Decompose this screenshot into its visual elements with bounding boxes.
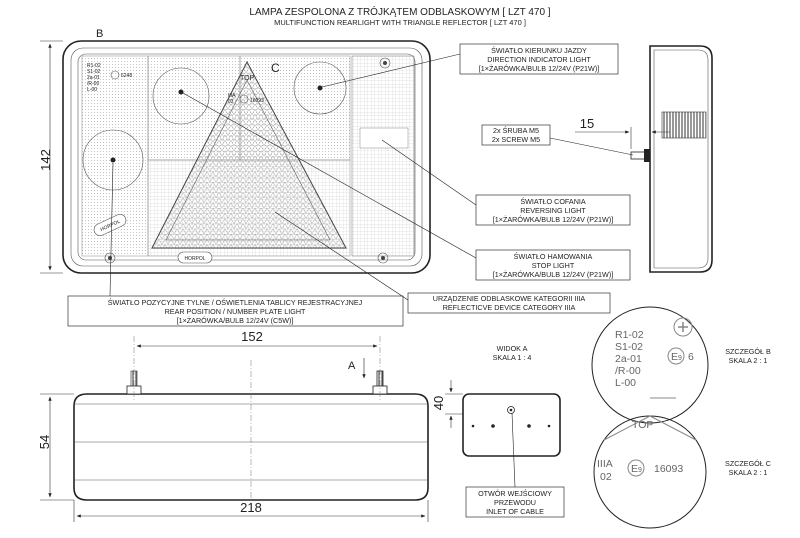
svg-text:16093: 16093 [250,98,264,104]
marker-b: B [96,28,103,40]
svg-text:DIRECTION INDICATOR LIGHT: DIRECTION INDICATOR LIGHT [487,55,591,64]
svg-text:[1×ŻARÓWKA/BULB 12/24V (P21W)]: [1×ŻARÓWKA/BULB 12/24V (P21W)] [493,270,613,279]
svg-text:SZCZEGÓŁ B: SZCZEGÓŁ B [725,347,771,356]
svg-text:2x ŚRUBA M5: 2x ŚRUBA M5 [493,126,539,135]
svg-text:R1-02: R1-02 [615,329,644,341]
svg-text:L-00: L-00 [615,377,636,389]
brand-badge [177,251,213,264]
svg-text:R1-02: R1-02 [87,63,101,69]
svg-text:6248: 6248 [121,73,132,79]
svg-text:2a-01: 2a-01 [615,353,642,365]
corner-screw [379,57,391,69]
dimension-view-a-height: 40 [431,396,446,410]
svg-text:REVERSING LIGHT: REVERSING LIGHT [520,206,586,215]
svg-text:E: E [631,463,638,475]
title-line-1: LAMPA ZESPOLONA Z TRÓJKĄTEM ODBLASKOWYM … [249,5,550,18]
svg-text:16093: 16093 [654,463,683,475]
brand-badge-text: HORPOL [184,256,205,262]
svg-text:ŚWIATŁO KIERUNKU JAZDY: ŚWIATŁO KIERUNKU JAZDY [491,46,587,55]
marker-c: C [271,61,280,75]
indicator-bulb-circle [293,61,347,115]
svg-text:E: E [671,351,678,363]
svg-text:[1×ŻARÓWKA/BULB 12/24V (C5W)]: [1×ŻARÓWKA/BULB 12/24V (C5W)] [177,316,294,325]
corner-screw [104,252,116,264]
svg-text:ŚWIATŁO HAMOWANIA: ŚWIATŁO HAMOWANIA [514,252,593,261]
side-lens-stripe [661,111,707,139]
bottom-view: 152 A 54 218 [37,329,429,522]
triangle-reflector [151,60,347,249]
svg-text:STOP LIGHT: STOP LIGHT [532,261,575,270]
detail-c: TOP IIIA 02 E 9 16093 SZCZEGÓŁ C SKALA 2… [593,415,771,529]
svg-text:S1-02: S1-02 [615,341,643,353]
svg-text:OTWÓR WEJŚCIOWY: OTWÓR WEJŚCIOWY [478,489,552,498]
svg-text:02: 02 [600,471,612,483]
brand-badge [93,214,127,236]
dimension-width-total: 218 [240,500,262,515]
dimension-screw-length: 15 [580,116,594,131]
corner-screw [377,252,389,264]
svg-text:INLET OF CABLE: INLET OF CABLE [486,507,544,516]
svg-text:SKALA 2 : 1: SKALA 2 : 1 [729,468,768,477]
marker-a: A [348,360,356,372]
title-line-2: MULTIFUNCTION REARLIGHT WITH TRIANGLE RE… [274,18,526,27]
callout-position: ŚWIATŁO POZYCYJNE TYLNE / OŚWIETLENIA TA… [67,162,404,327]
svg-text:PRZEWODU: PRZEWODU [494,498,536,507]
svg-text:SKALA 2 : 1: SKALA 2 : 1 [729,356,768,365]
callout-stop: ŚWIATŁO HAMOWANIA STOP LIGHT [1×ŻARÓWKA/… [182,92,631,281]
svg-text:[1×ŻARÓWKA/BULB 12/24V (P21W)]: [1×ŻARÓWKA/BULB 12/24V (P21W)] [479,64,599,73]
dimension-screw-spacing: 152 [241,329,263,344]
dimension-height-front: 142 [38,40,63,274]
position-light-bulb-circle [82,129,144,191]
svg-text:ŚWIATŁO COFANIA: ŚWIATŁO COFANIA [520,197,586,206]
svg-text:/R-00: /R-00 [615,365,641,377]
svg-text:REFLECTICVE DEVICE CATEGORY II: REFLECTICVE DEVICE CATEGORY IIIA [443,303,576,312]
svg-text:SKALA 1 : 4: SKALA 1 : 4 [493,353,532,362]
callout-screw: 2x ŚRUBA M5 2x SCREW M5 [481,124,634,156]
svg-text:S1-02: S1-02 [87,69,101,75]
svg-text:URZĄDZENIE ODBLASKOWE KATEGORI: URZĄDZENIE ODBLASKOWE KATEGORII IIIA [433,294,586,303]
svg-text:02: 02 [228,99,234,105]
callout-cable: OTWÓR WEJŚCIOWY PRZEWODU INLET OF CABLE [465,412,565,518]
svg-text:L-00: L-00 [87,87,97,93]
svg-text:2x SCREW M5: 2x SCREW M5 [492,135,540,144]
side-view: 15 [575,45,713,273]
svg-text:9: 9 [638,467,642,474]
svg-text:WIDOK A: WIDOK A [497,344,528,353]
callout-reflector: URZĄDZENIE ODBLASKOWE KATEGORII IIIA REF… [274,211,611,314]
lens-marking-b: R1-02 S1-02 2a-01 /R-00 L-00 6248 [87,63,132,93]
callout-reversing: ŚWIATŁO COFANIA REVERSING LIGHT [1×ŻARÓW… [381,139,631,226]
view-a: WIDOK A SKALA 1 : 4 40 [431,344,561,457]
svg-text:REAR POSITION / NUMBER PLATE L: REAR POSITION / NUMBER PLATE LIGHT [165,307,306,316]
svg-text:IIIA: IIIA [597,458,613,470]
lens-marking-c: IIIA 02 16093 [228,93,264,105]
lens-top-mark: TOP [240,75,255,82]
svg-text:IIIA: IIIA [228,93,236,99]
svg-text:142: 142 [38,149,53,171]
svg-text:SZCZEGÓŁ C: SZCZEGÓŁ C [725,459,771,468]
detail-b: R1-02 S1-02 2a-01 /R-00 L-00 E 9 6 SZCZE… [591,306,771,424]
front-view: HORPOL HORPOL R1-02 S1-02 2a-01 /R-00 L-… [62,28,431,274]
dimension-height-bottom: 54 [37,435,52,449]
callout-indicator: ŚWIATŁO KIERUNKU JAZDY DIRECTION INDICAT… [321,43,619,88]
svg-text:6: 6 [688,351,694,363]
svg-text:2a-01: 2a-01 [87,75,100,81]
svg-text:[1×ŻARÓWKA/BULB 12/24V (P21W)]: [1×ŻARÓWKA/BULB 12/24V (P21W)] [493,215,613,224]
svg-text:TOP: TOP [632,419,653,431]
stop-light-bulb-circle [152,67,210,125]
svg-text:9: 9 [678,355,682,362]
svg-text:/R-00: /R-00 [87,81,99,87]
svg-text:ŚWIATŁO POZYCYJNE TYLNE / OŚWI: ŚWIATŁO POZYCYJNE TYLNE / OŚWIETLENIA TA… [108,298,363,307]
reversing-light-lens [351,55,415,257]
